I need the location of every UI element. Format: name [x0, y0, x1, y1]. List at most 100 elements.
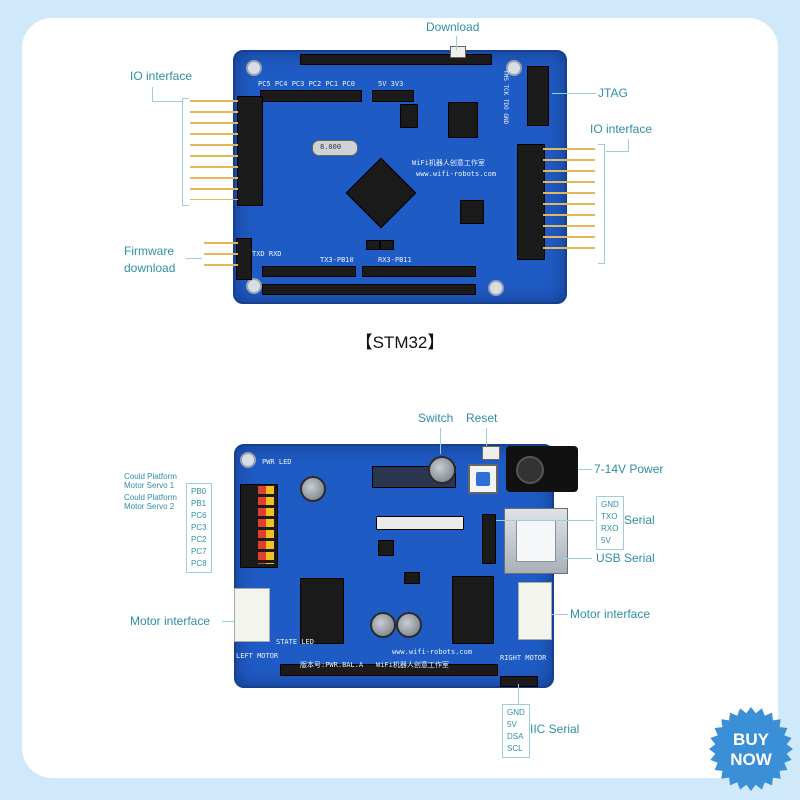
small-header	[260, 90, 362, 102]
leader-line	[552, 93, 596, 94]
bottom-header-strip	[262, 284, 476, 295]
right-io-header	[517, 144, 545, 260]
switch-button[interactable]	[468, 464, 498, 494]
firmware-header	[236, 238, 252, 280]
io-left-bracket	[182, 98, 189, 206]
crystal	[312, 140, 358, 156]
small-header	[372, 90, 414, 102]
leader-line	[456, 36, 457, 50]
badge-starburst-icon	[709, 707, 793, 791]
left-motor-connector[interactable]	[234, 588, 270, 642]
label-firmware-2: download	[124, 261, 176, 275]
mount-hole	[488, 280, 504, 296]
url-silk: www.wifi-robots.com	[392, 648, 473, 656]
leader-line	[518, 684, 519, 704]
pwr-led-silk: PWR LED	[262, 458, 292, 466]
iic-pin: SCL	[507, 744, 523, 753]
label-cloud1-a: Could Platform	[124, 472, 177, 481]
label-download: Download	[426, 20, 480, 34]
right-motor-connector[interactable]	[518, 582, 552, 640]
servo-pin-red	[258, 486, 266, 564]
bottom-header-strip	[280, 664, 498, 676]
serial-pin: TXO	[601, 512, 618, 521]
leader-line	[186, 258, 202, 259]
capacitor	[396, 612, 422, 638]
io-right-bracket	[598, 144, 605, 264]
left-pin: PC6	[191, 511, 207, 520]
firmware-silk: TXD RXD	[252, 250, 282, 258]
serial-header	[482, 514, 496, 564]
small-ic	[400, 104, 418, 128]
state-led-silk: STATE LED	[276, 638, 314, 646]
iic-pin: GND	[507, 708, 525, 717]
left-pin-box: PB0 PB1 PC6 PC3 PC2 PC7 PC8	[186, 483, 212, 573]
crystal-silk: 8.000	[320, 143, 342, 151]
label-cloud2-a: Could Platform	[124, 493, 177, 502]
usb-port-slot	[516, 520, 556, 562]
leader-line	[606, 151, 629, 152]
iic-header	[500, 676, 538, 687]
servo-pin-yellow	[266, 486, 274, 564]
label-cloud2-b: Motor Servo 2	[124, 502, 175, 511]
capacitor	[370, 612, 396, 638]
left-motor-silk: LEFT MOTOR	[236, 652, 279, 660]
left-pin: PC3	[191, 523, 207, 532]
download-button[interactable]	[450, 46, 466, 58]
small-ic	[404, 572, 420, 584]
small-ic	[380, 240, 394, 250]
leader-line	[496, 520, 594, 521]
mount-hole	[246, 278, 262, 294]
reset-button[interactable]	[482, 446, 500, 460]
leader-line	[552, 614, 568, 615]
leader-line	[578, 469, 592, 470]
brand-silk: WiFi机器人创意工作室	[412, 159, 485, 167]
label-firmware-1: Firmware	[124, 244, 174, 258]
firmware-pins	[204, 242, 238, 274]
url-silk: www.wifi-robots.com	[416, 170, 497, 178]
jtag-header	[527, 66, 549, 126]
label-jtag: JTAG	[598, 86, 628, 100]
small-ic	[366, 240, 380, 250]
stm32-caption: 【STM32】	[355, 333, 445, 352]
label-io-right: IO interface	[590, 122, 653, 136]
left-io-header	[237, 96, 263, 206]
left-io-pins	[190, 100, 238, 200]
jtag-silk: TMS TCK TDO GND	[502, 70, 509, 125]
serial-pin-box: GND TXO RXO 5V	[596, 496, 624, 550]
mount-hole	[240, 452, 256, 468]
regulator-chip	[448, 102, 478, 138]
mount-hole	[246, 60, 262, 76]
leader-line	[628, 139, 629, 151]
serial-pin: 5V	[601, 536, 611, 545]
left-pin: PB1	[191, 499, 207, 508]
tx-silk: TX3-PB10	[320, 256, 354, 264]
label-motor-left: Motor interface	[130, 614, 211, 628]
small-ic	[460, 200, 484, 224]
right-motor-silk: RIGHT MOTOR	[500, 654, 547, 662]
label-reset: Reset	[466, 411, 498, 425]
header-row	[376, 516, 464, 530]
left-pin: PC8	[191, 559, 207, 568]
rx-silk: RX3-PB11	[378, 256, 412, 264]
iic-pin: 5V	[507, 720, 517, 729]
leader-line	[440, 428, 441, 454]
brand-silk: WiFi机器人创意工作室	[376, 661, 449, 669]
power-row-silk: 5V 3V3	[378, 80, 404, 88]
bottom-header-strip	[362, 266, 476, 277]
leader-line	[152, 101, 182, 102]
version-silk: 版本号:PWR.BAL.A	[300, 661, 364, 669]
left-pin: PB0	[191, 487, 207, 496]
label-io-left: IO interface	[130, 69, 193, 83]
power-jack-port	[516, 456, 544, 484]
bottom-header-strip	[262, 266, 356, 277]
label-switch: Switch	[418, 411, 454, 425]
label-iic-serial: IIC Serial	[530, 722, 580, 736]
leader-line	[222, 621, 234, 622]
label-usb-serial: USB Serial	[596, 551, 655, 565]
mount-hole	[506, 60, 522, 76]
label-power: 7-14V Power	[594, 462, 664, 476]
left-pin: PC2	[191, 535, 207, 544]
buy-now-badge[interactable]: BUY NOW	[708, 706, 794, 792]
leader-line	[560, 558, 592, 559]
header-row-silk: PC5 PC4 PC3 PC2 PC1 PC0	[258, 80, 355, 88]
